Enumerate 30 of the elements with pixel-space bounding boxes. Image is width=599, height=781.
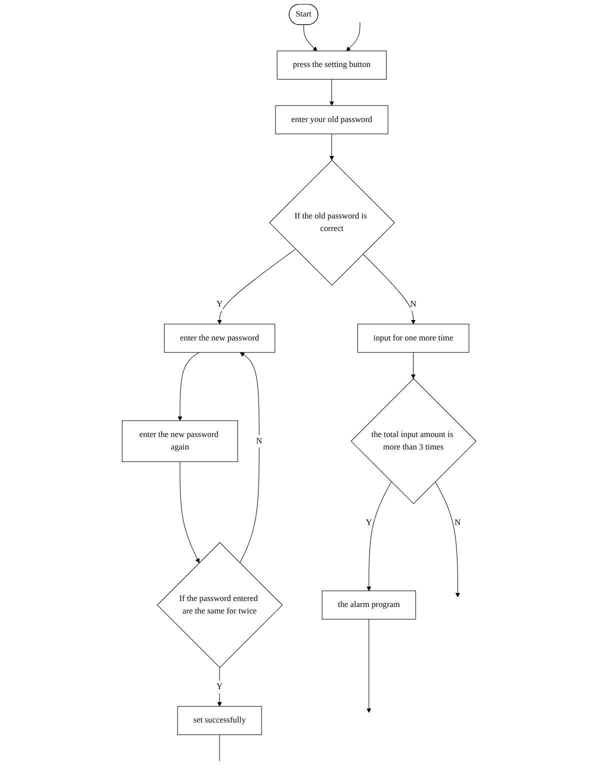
arrow (180, 461, 200, 564)
arrow (366, 481, 392, 592)
node-diamond: If the old password is correct (270, 160, 396, 286)
edge-label: N (455, 518, 462, 528)
edge-label: N (410, 300, 417, 309)
edge-label: N (256, 436, 263, 446)
node-box: enter the new password again (122, 420, 238, 462)
arrow (218, 667, 222, 707)
arrow (346, 22, 361, 52)
arrow (304, 24, 318, 52)
node-box: input for one more time (358, 324, 470, 353)
arrow (366, 618, 372, 713)
arrow (330, 79, 334, 106)
edge-label: Y (216, 300, 223, 309)
arrow (435, 481, 460, 598)
node-box: enter your old password (276, 105, 389, 134)
arrow (411, 352, 416, 379)
node-box: the alarm program (322, 590, 416, 620)
edge-label: Y (216, 682, 223, 692)
arrow (363, 254, 416, 324)
node-box: enter the new password (164, 324, 276, 353)
arrow (178, 352, 200, 421)
edge-label: Y (366, 518, 372, 528)
node-diamond: If the password entered are the same for twice (157, 542, 284, 668)
node-box: set successfully (178, 706, 262, 736)
arrow (330, 134, 334, 160)
node-box: press the setting button (277, 50, 387, 80)
arrow (218, 248, 296, 324)
arrow (240, 352, 260, 564)
node-diamond: the total input amount is more than 3 times (351, 378, 477, 504)
